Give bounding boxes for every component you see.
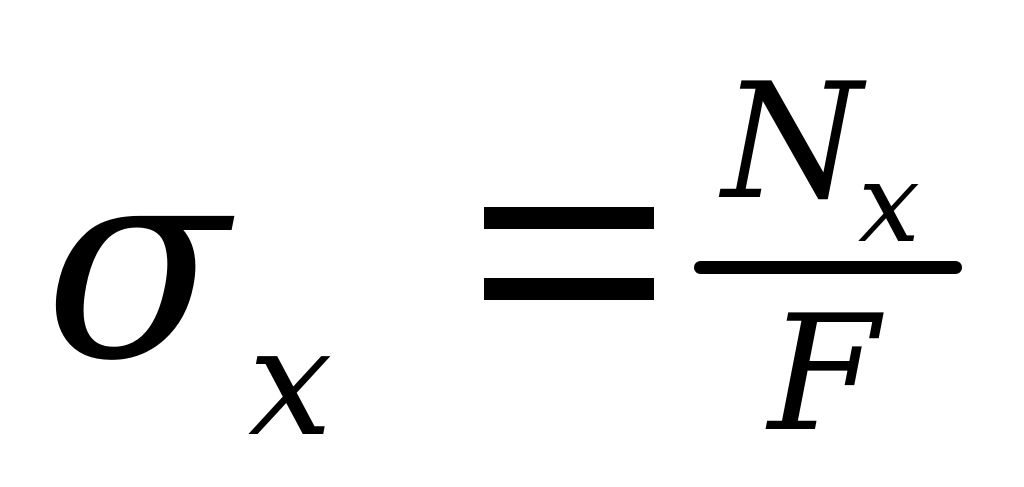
numerator-subscript: x: [858, 139, 921, 267]
numerator-symbol: N: [722, 48, 862, 235]
equals-sign-top-bar: [484, 207, 654, 229]
sigma-subscript: x: [248, 296, 333, 470]
equals-sign-bottom-bar: [484, 278, 654, 300]
fraction-bar: [694, 261, 962, 274]
sigma-symbol: σ: [44, 105, 229, 420]
denominator-symbol: F: [768, 280, 880, 467]
